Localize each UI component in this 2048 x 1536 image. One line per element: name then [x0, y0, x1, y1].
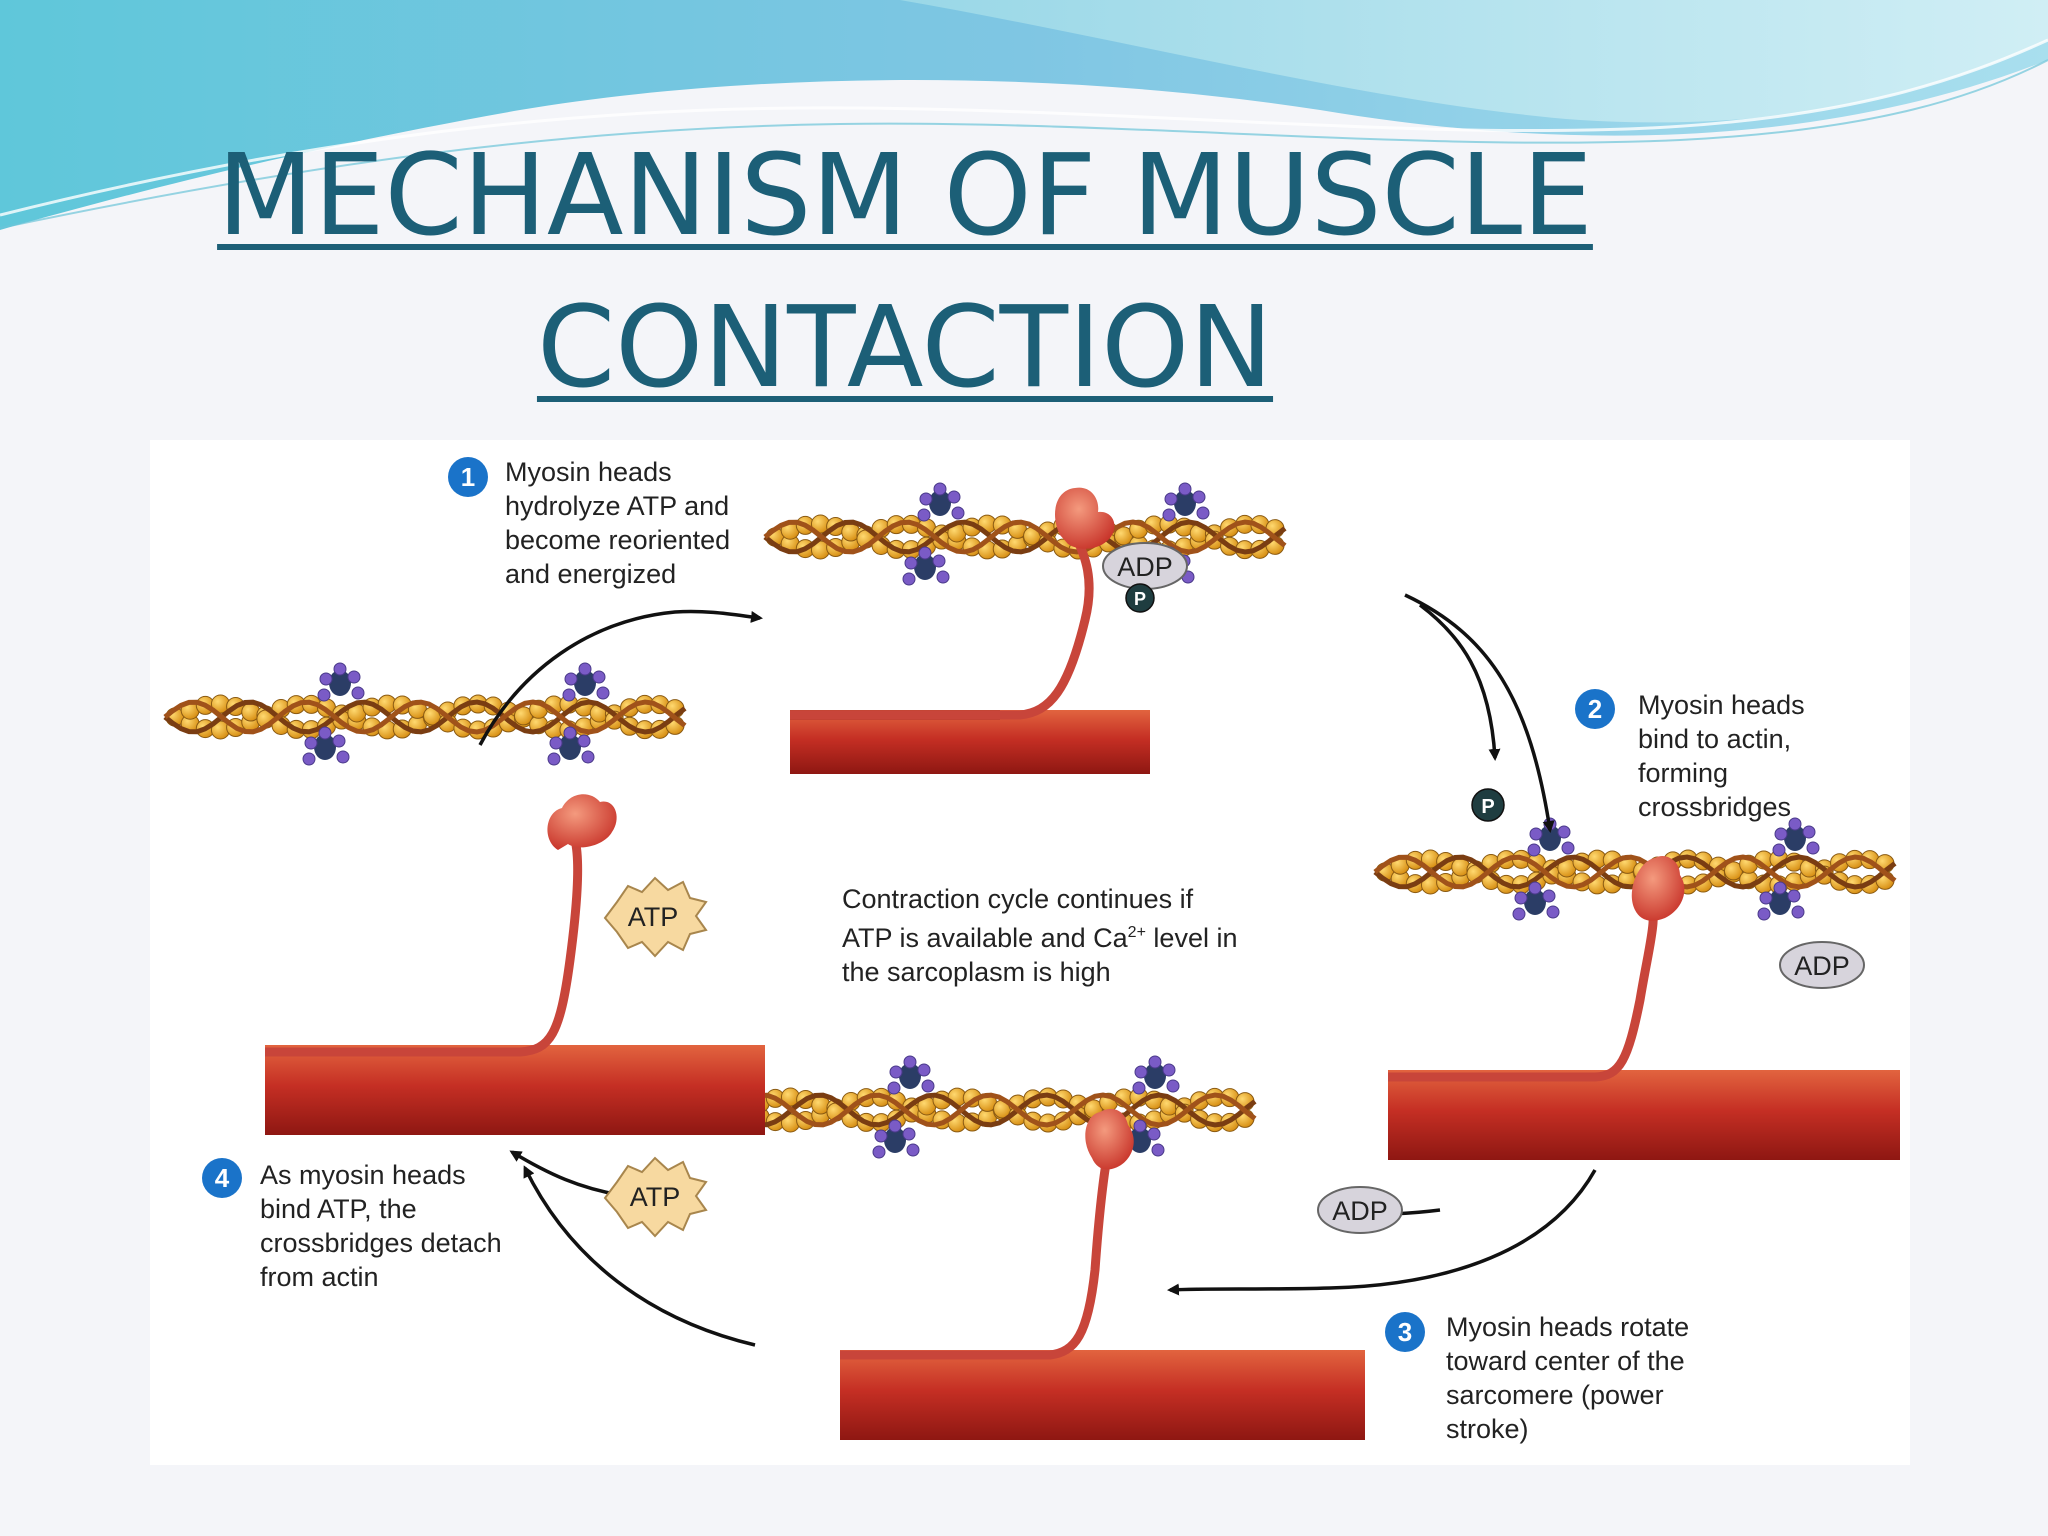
actin-filament-top	[763, 482, 1287, 586]
phosphate-released: P	[1471, 788, 1505, 822]
myosin-head-bottom	[1085, 1108, 1134, 1170]
svg-text:P: P	[1134, 589, 1146, 609]
thick-filament-bottom	[840, 1350, 1365, 1440]
slide-title: MECHANISM OF MUSCLE CONTACTION	[0, 120, 1810, 424]
thick-filament-top	[790, 710, 1150, 774]
myosin-tail-bottom	[840, 1139, 1115, 1360]
title-line-1: MECHANISM OF MUSCLE	[217, 131, 1593, 261]
thick-filament-left	[265, 1045, 765, 1135]
myosin-tail-top	[790, 532, 1094, 720]
svg-text:ATP: ATP	[628, 902, 679, 932]
step-4-number: 4	[202, 1158, 242, 1198]
phosphate-icon-top	[1125, 583, 1155, 613]
svg-text:ADP: ADP	[1332, 1196, 1388, 1226]
step-2-number: 2	[1575, 689, 1615, 729]
myosin-tail-right	[1388, 893, 1658, 1082]
arrow-phosphate-release	[1418, 603, 1501, 761]
svg-text:ADP: ADP	[1117, 552, 1173, 582]
adp-badge-released: ADP	[1317, 1186, 1403, 1234]
myosin-tail-left	[265, 838, 583, 1057]
thick-filament-right	[1388, 1070, 1900, 1160]
adp-badge-top: ADP P	[1102, 542, 1188, 613]
step-1-number: 1	[448, 457, 488, 497]
arrow-step3-to-step4	[523, 1165, 756, 1347]
myosin-head-left	[547, 794, 617, 850]
svg-text:ADP: ADP	[1794, 951, 1850, 981]
atp-badge-bottom: ATP	[603, 1156, 708, 1238]
actin-filament-bottom	[733, 1055, 1257, 1159]
myosin-head-top	[1055, 487, 1115, 549]
atp-badge-left: ATP	[603, 876, 708, 958]
contraction-cycle-note: Contraction cycle continues if ATP is av…	[842, 884, 1238, 987]
step-3-number: 3	[1385, 1312, 1425, 1352]
crossbridge-cycle-diagram: ADP P P ADP ADP ATP ATP	[163, 482, 1900, 1440]
arrow-atp-binding	[509, 1150, 621, 1197]
arrow-step1-to-step2	[1404, 593, 1555, 833]
actin-filament-left	[163, 662, 687, 766]
adp-badge-right: ADP	[1779, 941, 1865, 989]
arrow-step2-to-step3	[1167, 1169, 1597, 1296]
myosin-head-right	[1631, 855, 1685, 921]
title-line-2: CONTACTION	[536, 283, 1274, 413]
svg-text:P: P	[1481, 796, 1494, 818]
svg-text:ATP: ATP	[630, 1182, 681, 1212]
arrow-step4-to-step1	[478, 609, 763, 746]
